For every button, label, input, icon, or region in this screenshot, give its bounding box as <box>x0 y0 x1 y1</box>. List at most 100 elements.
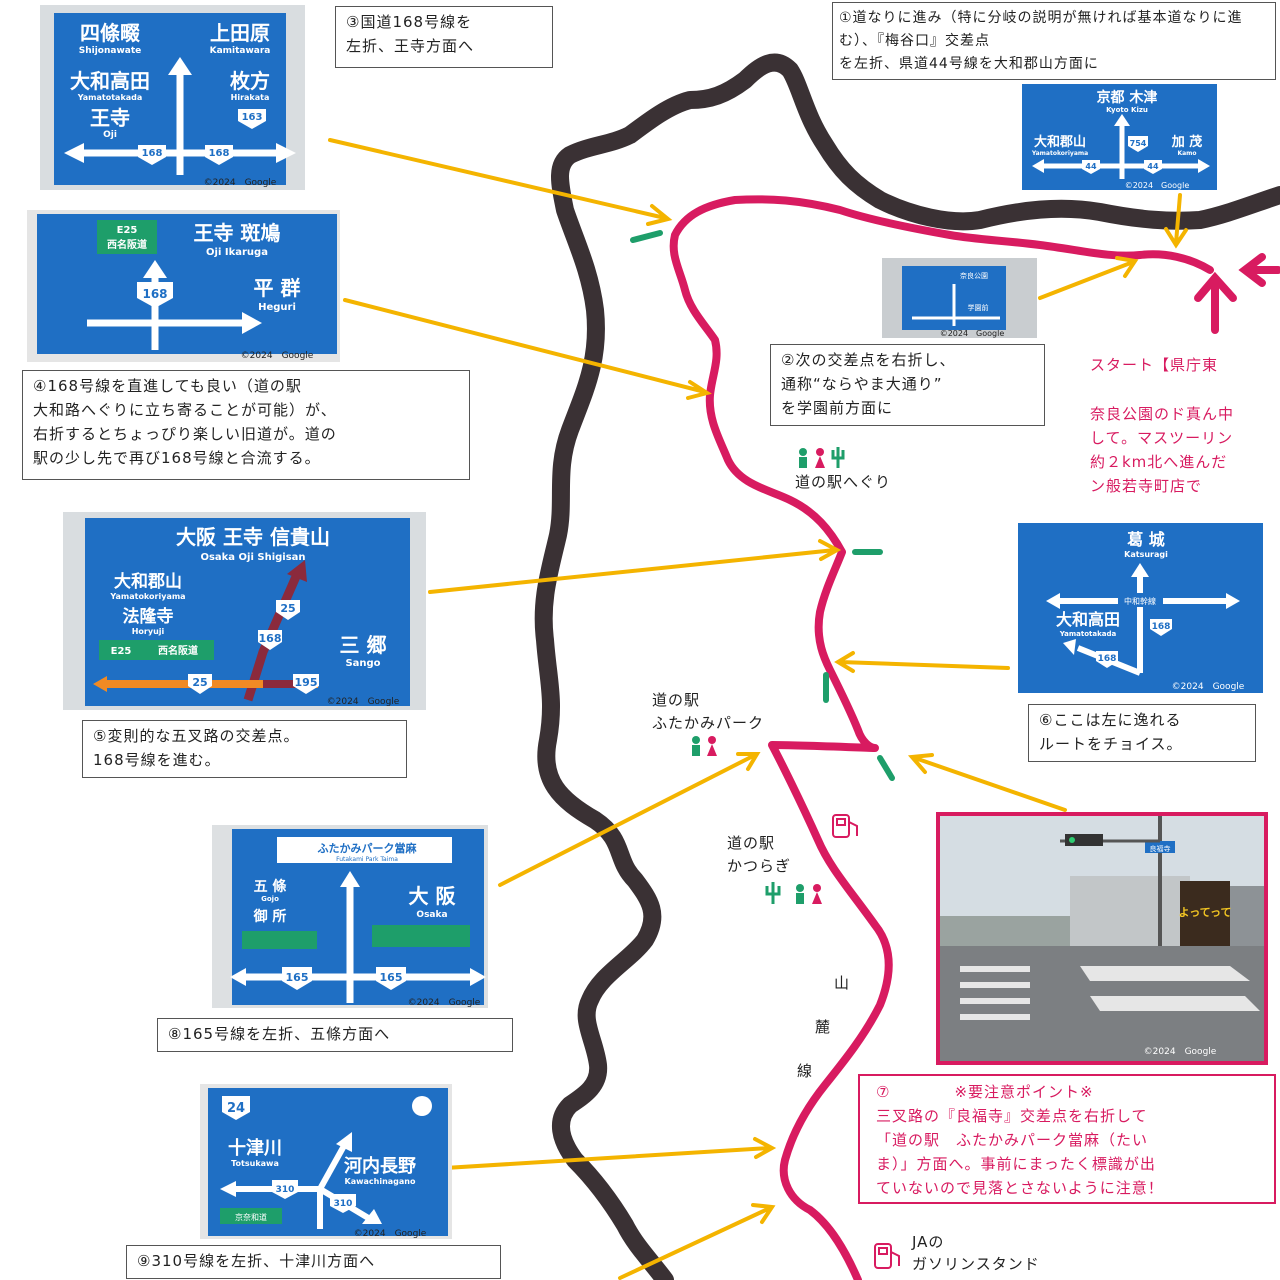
svg-text:枚方: 枚方 <box>230 69 270 93</box>
arrow-6 <box>834 651 1010 673</box>
svg-text:©2024 Google: ©2024 Google <box>327 697 400 707</box>
facility-icons-futakami <box>692 736 717 756</box>
svg-text:西名阪道: 西名阪道 <box>107 238 147 251</box>
road-sign-5: 大阪 王寺 信貴山 Osaka Oji Shigisan 大和郡山 Yamato… <box>63 512 426 710</box>
svg-text:Osaka: Osaka <box>416 910 447 920</box>
label-sanroku-1: 山 <box>834 974 851 992</box>
label-sanroku-3: 線 <box>797 1062 814 1080</box>
green-marker-3 <box>630 230 663 243</box>
svg-text:Sango: Sango <box>345 658 380 669</box>
arrow-9b <box>618 1203 776 1280</box>
svg-text:Kamo: Kamo <box>1177 150 1196 157</box>
note-3: ③国道168号線を左折、王寺方面へ <box>335 6 553 68</box>
green-marker-7 <box>877 755 895 781</box>
start-arrow-2 <box>1238 253 1280 287</box>
svg-text:E25: E25 <box>111 646 132 657</box>
svg-text:754: 754 <box>1130 139 1147 148</box>
svg-text:163: 163 <box>242 112 263 123</box>
label-michinoeki-katsuragi-1: 道の駅 <box>727 834 776 852</box>
gas-pump-icon <box>832 814 858 838</box>
svg-text:24: 24 <box>227 1101 245 1116</box>
note-6: ⑥ここは左に逸れるルートをチョイス。 <box>1028 704 1256 762</box>
svg-text:168: 168 <box>209 148 230 159</box>
svg-text:河内長野: 河内長野 <box>344 1155 416 1177</box>
svg-text:大和郡山: 大和郡山 <box>1034 134 1086 150</box>
svg-text:©2024 Google: ©2024 Google <box>1125 181 1190 190</box>
svg-text:三 郷: 三 郷 <box>340 633 387 657</box>
svg-text:平 群: 平 群 <box>254 276 301 300</box>
svg-text:©2024 Google: ©2024 Google <box>1172 682 1245 692</box>
svg-text:学園前: 学園前 <box>968 303 989 312</box>
svg-text:ふたかみパーク當麻: ふたかみパーク當麻 <box>318 841 418 855</box>
start-arrow <box>1194 271 1237 334</box>
svg-text:Totsukawa: Totsukawa <box>231 1159 279 1168</box>
svg-text:Hirakata: Hirakata <box>231 93 270 102</box>
svg-text:165: 165 <box>286 971 309 984</box>
svg-text:Kawachinagano: Kawachinagano <box>345 1177 416 1186</box>
svg-text:168: 168 <box>1152 622 1171 632</box>
arrow-8 <box>498 752 761 887</box>
svg-text:大 阪: 大 阪 <box>409 884 457 908</box>
label-ja-2: ガソリンスタンド <box>912 1255 1040 1273</box>
arrow-7 <box>907 753 1067 812</box>
svg-text:法隆寺: 法隆寺 <box>123 606 174 627</box>
svg-text:168: 168 <box>142 287 167 301</box>
svg-text:Oji: Oji <box>103 130 117 140</box>
facility-icons-heguri <box>799 447 845 468</box>
svg-text:168: 168 <box>1098 654 1117 664</box>
svg-text:©2024 Google: ©2024 Google <box>354 1229 427 1239</box>
svg-text:西名阪道: 西名阪道 <box>158 644 198 657</box>
road-sign-8: ふたかみパーク當麻 Futakami Park Taima 五 條 Gojo 御… <box>212 825 488 1008</box>
svg-text:大和郡山: 大和郡山 <box>114 571 182 592</box>
road-sign-1: 京都 木津 Kyoto Kizu 大和郡山 Yamatokoriyama 加 茂… <box>1022 84 1217 190</box>
road-sign-2: 奈良公園 学園前 ©2024 Google <box>882 258 1037 338</box>
svg-text:44: 44 <box>1085 162 1097 171</box>
svg-text:Horyuji: Horyuji <box>132 627 165 636</box>
svg-text:葛 城: 葛 城 <box>1127 530 1165 549</box>
note-2: ②次の交差点を右折し、通称“ならやま大通り”を学園前方面に <box>770 344 1045 426</box>
arrow-5 <box>428 539 842 594</box>
svg-text:Futakami Park Taima: Futakami Park Taima <box>336 856 398 863</box>
svg-text:十津川: 十津川 <box>228 1137 282 1159</box>
road-sign-6: 葛 城 Katsuragi 大和高田 Yamatotakada 中和幹線 168… <box>1018 523 1263 693</box>
svg-text:Shijonawate: Shijonawate <box>79 46 142 56</box>
svg-text:44: 44 <box>1147 162 1159 171</box>
svg-text:©2024 Google: ©2024 Google <box>1144 1047 1217 1057</box>
note-9: ⑨310号線を左折、十津川方面へ <box>126 1245 501 1279</box>
svg-text:Oji Ikaruga: Oji Ikaruga <box>206 247 268 258</box>
svg-text:王寺 斑鳩: 王寺 斑鳩 <box>194 221 281 245</box>
arrow-1 <box>1164 193 1188 249</box>
gas-pump-icon-ja <box>874 1243 900 1269</box>
arrow-2 <box>1038 256 1139 300</box>
road-sign-4: E25 西名阪道 王寺 斑鳩 Oji Ikaruga 平 群 Heguri 16… <box>27 210 340 362</box>
svg-text:Yamatokoriyama: Yamatokoriyama <box>109 592 185 601</box>
svg-text:大和高田: 大和高田 <box>70 69 150 93</box>
svg-text:©2024 Google: ©2024 Google <box>940 329 1005 338</box>
svg-text:©2024 Google: ©2024 Google <box>408 998 481 1008</box>
svg-text:©2024 Google: ©2024 Google <box>204 178 277 188</box>
svg-text:中和幹線: 中和幹線 <box>1124 596 1156 606</box>
svg-text:よってって: よってって <box>1179 906 1232 919</box>
arrow-9 <box>443 1137 777 1170</box>
svg-text:京都 木津: 京都 木津 <box>1097 89 1158 106</box>
road-sign-3: 四條畷 Shijonawate 上田原 Kamitawara 大和高田 Yama… <box>40 5 305 190</box>
label-michinoeki-futakami-1: 道の駅 <box>652 691 701 709</box>
svg-text:Yamatotakada: Yamatotakada <box>1059 630 1117 638</box>
svg-text:Heguri: Heguri <box>258 302 296 313</box>
svg-text:奈良公園: 奈良公園 <box>960 271 988 280</box>
svg-text:御 所: 御 所 <box>253 908 287 925</box>
svg-text:王寺: 王寺 <box>90 106 130 130</box>
svg-text:加 茂: 加 茂 <box>1171 134 1203 150</box>
svg-text:京奈和道: 京奈和道 <box>235 1212 267 1222</box>
svg-text:良福寺: 良福寺 <box>1150 844 1171 853</box>
start-description: 奈良公園のド真ん中 して。マスツーリン 約２km北へ進んだ ン般若寺町店で <box>1090 405 1235 495</box>
note-4: ④168号線を直進しても良い（道の駅大和路へぐりに立ち寄ることが可能）が、右折す… <box>22 370 470 480</box>
svg-text:Osaka Oji Shigisan: Osaka Oji Shigisan <box>200 552 305 563</box>
svg-text:四條畷: 四條畷 <box>80 21 140 45</box>
road-sign-9: 24 十津川 Totsukawa 河内長野 Kawachinagano 310 … <box>200 1084 452 1239</box>
svg-text:Gojo: Gojo <box>261 895 279 903</box>
start-title: スタート【県庁東 <box>1090 356 1219 374</box>
svg-text:310: 310 <box>276 1185 295 1195</box>
svg-text:25: 25 <box>280 602 295 615</box>
